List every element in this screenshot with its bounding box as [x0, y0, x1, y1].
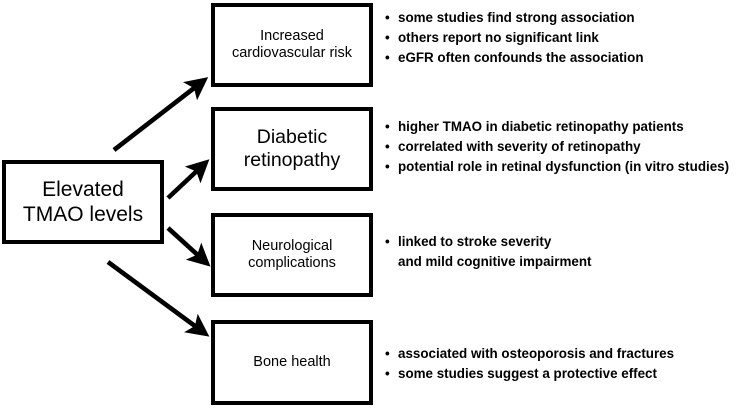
arrow-to-node-2 — [166, 226, 211, 267]
arrow-to-node-0 — [112, 77, 209, 152]
node-box-diabetic-retinopathy: Diabetic retinopathy — [211, 107, 373, 191]
arrow-to-node-1 — [166, 159, 210, 200]
bullet-list-node-0: some studies find strong association oth… — [385, 8, 750, 67]
node-label: Bone health — [253, 353, 331, 370]
node-label: Diabetic retinopathy — [243, 125, 341, 171]
arrow-to-node-3 — [106, 260, 210, 337]
bullet-item: others report no significant link — [385, 28, 750, 48]
bullet-item: potential role in retinal dysfunction (i… — [385, 157, 750, 177]
bullet-item: eGFR often confounds the association — [385, 48, 750, 68]
bullet-item: higher TMAO in diabetic retinopathy pati… — [385, 117, 750, 137]
bullet-item: correlated with severity of retinopathy — [385, 137, 750, 157]
node-box-increased-cardiovascular-risk: Increased cardiovascular risk — [211, 3, 373, 87]
bullet-item: linked to stroke severity and mild cogni… — [385, 232, 750, 272]
node-label: Increased cardiovascular risk — [231, 27, 353, 61]
source-node-label: Elevated TMAO levels — [22, 177, 144, 226]
bullet-item: some studies suggest a protective effect — [385, 364, 750, 384]
node-box-neurological-complications: Neurological complications — [211, 213, 373, 297]
bullet-list-node-3: associated with osteoporosis and fractur… — [385, 344, 750, 384]
node-label: Neurological complications — [248, 237, 336, 271]
bullet-item: associated with osteoporosis and fractur… — [385, 344, 750, 364]
bullet-item: some studies find strong association — [385, 8, 750, 28]
node-box-bone-health: Bone health — [211, 320, 373, 405]
bullet-list-node-1: higher TMAO in diabetic retinopathy pati… — [385, 117, 750, 176]
source-node-box: Elevated TMAO levels — [2, 160, 164, 244]
bullet-list-node-2: linked to stroke severity and mild cogni… — [385, 232, 750, 272]
